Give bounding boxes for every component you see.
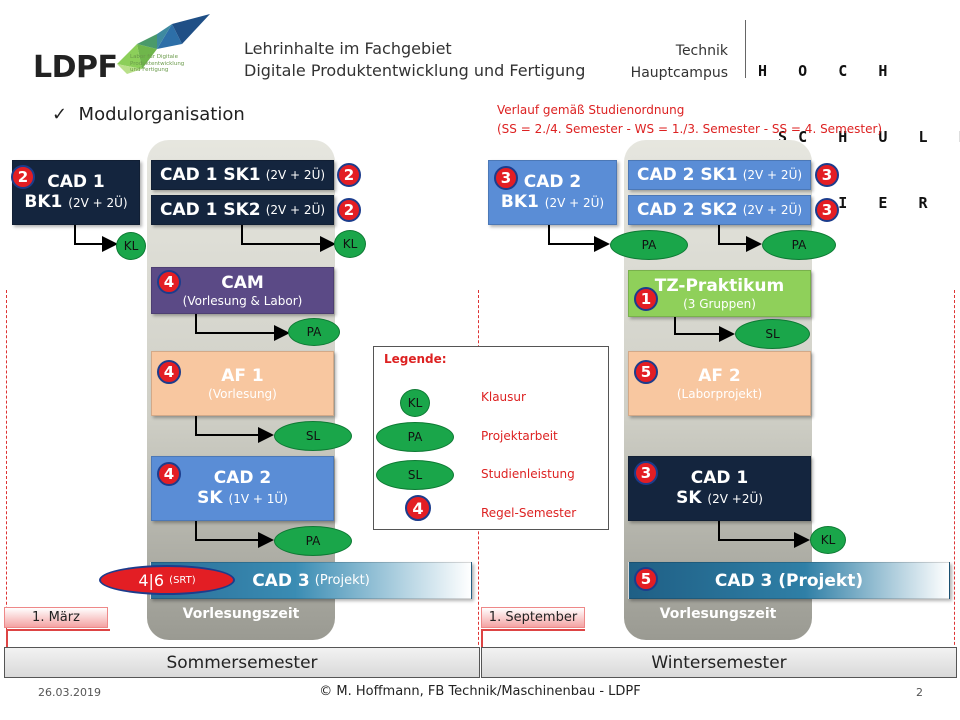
summer-lecture-label: Vorlesungszeit xyxy=(182,606,300,622)
header-title: Lehrinhalte im Fachgebiet Digitale Produ… xyxy=(244,39,586,80)
semester-badge: 2 xyxy=(11,165,35,189)
summer-start-tick xyxy=(6,629,8,659)
semester-badge: 3 xyxy=(815,198,839,222)
semester-badge-srt: 4|6 (SRT) xyxy=(99,565,235,595)
winter-start-tick xyxy=(481,629,483,659)
cam-module[interactable]: CAM (Vorlesung & Labor) xyxy=(151,267,334,314)
dashed-line-left xyxy=(6,290,7,660)
legend-oval-sl: SL xyxy=(376,460,454,490)
semester-badge: 1 xyxy=(634,287,658,311)
exam-oval-kl: KL xyxy=(810,526,846,554)
semester-badge: 2 xyxy=(337,198,361,222)
cad2-sk1-module[interactable]: CAD 2 SK1 (2V + 2Ü) xyxy=(628,160,811,190)
exam-oval-kl: KL xyxy=(334,230,366,258)
cad1-sk1-module[interactable]: CAD 1 SK1 (2V + 2Ü) xyxy=(151,160,334,190)
cad2-sk-module[interactable]: CAD 2 SK (1V + 1Ü) xyxy=(151,456,334,521)
winter-lecture-label: Vorlesungszeit xyxy=(659,606,777,622)
legend-label-klausur: Klausur xyxy=(481,390,526,404)
winter-start-date: 1. September xyxy=(481,607,585,628)
semester-badge: 4 xyxy=(157,360,181,384)
cad2-sk2-module[interactable]: CAD 2 SK2 (2V + 2Ü) xyxy=(628,195,811,225)
exam-oval-pa: PA xyxy=(274,526,352,556)
exam-oval-pa: PA xyxy=(610,230,688,260)
header-divider xyxy=(745,20,746,78)
winter-start-marker xyxy=(481,629,585,631)
legend-label-regel-semester: Regel-Semester xyxy=(481,506,577,520)
campus-label: Technik Hauptcampus xyxy=(630,43,728,81)
ldpf-logo-graphic xyxy=(112,14,212,82)
exam-oval-sl: SL xyxy=(274,421,352,451)
cad1-bk1-module[interactable]: CAD 1 BK1 (2V + 2Ü) xyxy=(12,160,140,225)
semester-badge: 3 xyxy=(494,166,518,190)
semester-badge: 3 xyxy=(815,163,839,187)
semester-badge: 4 xyxy=(157,462,181,486)
af1-module[interactable]: AF 1 (Vorlesung) xyxy=(151,351,334,416)
checkmark-icon: ✓ xyxy=(52,104,68,125)
legend-oval-kl: KL xyxy=(400,389,430,417)
cad3-project-module-winter[interactable]: CAD 3 (Projekt) xyxy=(628,562,950,599)
ldpf-logo-text: LDPF xyxy=(33,50,118,85)
cad1-sk-module[interactable]: CAD 1 SK (2V +2Ü) xyxy=(628,456,811,521)
af2-module[interactable]: AF 2 (Laborprojekt) xyxy=(628,351,811,416)
semester-badge: 4 xyxy=(157,270,181,294)
semester-badge: 3 xyxy=(634,461,658,485)
wintersemester-bar: Wintersemester xyxy=(481,647,957,678)
semester-badge: 5 xyxy=(634,567,658,591)
legend-oval-pa: PA xyxy=(376,422,454,452)
exam-oval-kl: KL xyxy=(116,232,146,260)
semester-badge: 2 xyxy=(337,163,361,187)
semester-badge: 5 xyxy=(634,360,658,384)
verlauf-title: Verlauf gemäß Studienordnung xyxy=(497,103,685,117)
legend-label-studienleistung: Studienleistung xyxy=(481,467,575,481)
exam-oval-pa: PA xyxy=(762,230,836,260)
page-number: 2 xyxy=(916,686,923,699)
legend-label-projektarbeit: Projektarbeit xyxy=(481,429,558,443)
footer-date: 26.03.2019 xyxy=(38,686,101,699)
cad1-sk2-module[interactable]: CAD 1 SK2 (2V + 2Ü) xyxy=(151,195,334,225)
section-title: ✓ Modulorganisation xyxy=(52,104,245,125)
dashed-line-right xyxy=(954,290,955,660)
tz-praktikum-module[interactable]: TZ-Praktikum (3 Gruppen) xyxy=(628,270,811,317)
legend-title: Legende: xyxy=(384,352,447,366)
verlauf-note: (SS = 2./4. Semester - WS = 1./3. Semest… xyxy=(497,122,883,136)
exam-oval-pa: PA xyxy=(288,318,340,346)
exam-oval-sl: SL xyxy=(735,319,810,349)
summer-start-marker xyxy=(6,629,110,631)
legend-semester-badge: 4 xyxy=(405,495,431,521)
summer-start-date: 1. März xyxy=(4,607,108,628)
logo-subtext: Labor für Digitale Produktentwicklung un… xyxy=(130,54,185,73)
sommersemester-bar: Sommersemester xyxy=(4,647,480,678)
footer-copyright: © M. Hoffmann, FB Technik/Maschinenbau -… xyxy=(319,684,641,699)
